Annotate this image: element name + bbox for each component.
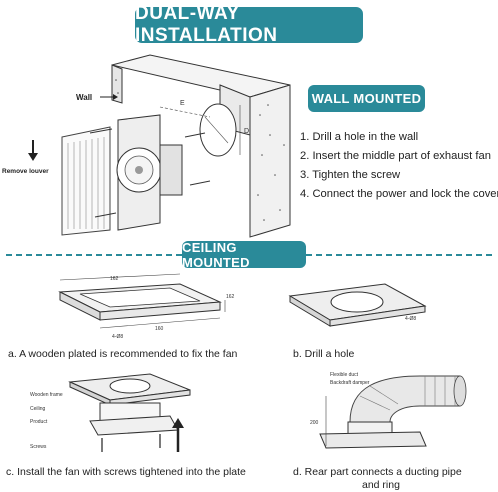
caption-a: a. A wooden plated is recommended to fix… bbox=[8, 348, 238, 360]
dim-d-label-a: 4-Ø8 bbox=[112, 334, 123, 340]
ceiling-label: Ceiling bbox=[30, 406, 46, 412]
ceiling-mounted-banner: CEILING MOUNTED bbox=[182, 240, 306, 270]
dim-c-label: 160 bbox=[155, 326, 164, 332]
wall-label: Wall bbox=[76, 93, 92, 102]
dim-a-label: 162 bbox=[110, 276, 119, 282]
ceiling-step-c-diagram: Wooden frame Ceiling Product Screws bbox=[30, 373, 191, 452]
dim-f-label: 200 bbox=[310, 420, 319, 426]
caption-d-line2: and ring bbox=[362, 479, 400, 491]
flexible-duct-label: Flexible duct bbox=[330, 372, 359, 378]
ceiling-step-b-diagram: 4-Ø8 bbox=[288, 283, 427, 327]
wall-mount-diagram: E D Wall Remove louver bbox=[2, 54, 291, 238]
wall-mounted-banner: WALL MOUNTED bbox=[308, 85, 425, 112]
ceiling-step-a-diagram: 162 162 160 4-Ø8 bbox=[58, 273, 235, 340]
caption-d-line1: d. Rear part connects a ducting pipe bbox=[293, 466, 462, 478]
wooden-frame-label: Wooden frame bbox=[30, 392, 63, 398]
dim-b-label: 162 bbox=[226, 294, 235, 300]
page-title: DUAL-WAY INSTALLATION bbox=[135, 3, 363, 46]
ceiling-step-d-diagram: 200 Flexible duct Backdraft damper bbox=[310, 372, 467, 449]
dim-d-label: D bbox=[244, 128, 249, 135]
wall-step-2: 2. Insert the middle part of exhaust fan bbox=[300, 150, 491, 162]
product-label: Product bbox=[30, 419, 48, 425]
remove-louver-label: Remove louver bbox=[2, 168, 49, 175]
dim-e-label-b: 4-Ø8 bbox=[405, 316, 416, 322]
wall-step-4: 4. Connect the power and lock the cover bbox=[300, 188, 498, 200]
wall-step-3: 3. Tighten the screw bbox=[300, 169, 401, 181]
wall-steps-list: 1. Drill a hole in the wall 2. Insert th… bbox=[300, 128, 498, 204]
caption-c: c. Install the fan with screws tightened… bbox=[6, 466, 246, 478]
screws-label: Screws bbox=[30, 444, 47, 450]
dim-e-label: E bbox=[180, 100, 185, 107]
backdraft-damper-label: Backdraft damper bbox=[330, 380, 370, 386]
wall-step-1: 1. Drill a hole in the wall bbox=[300, 131, 419, 143]
caption-b: b. Drill a hole bbox=[293, 348, 355, 360]
